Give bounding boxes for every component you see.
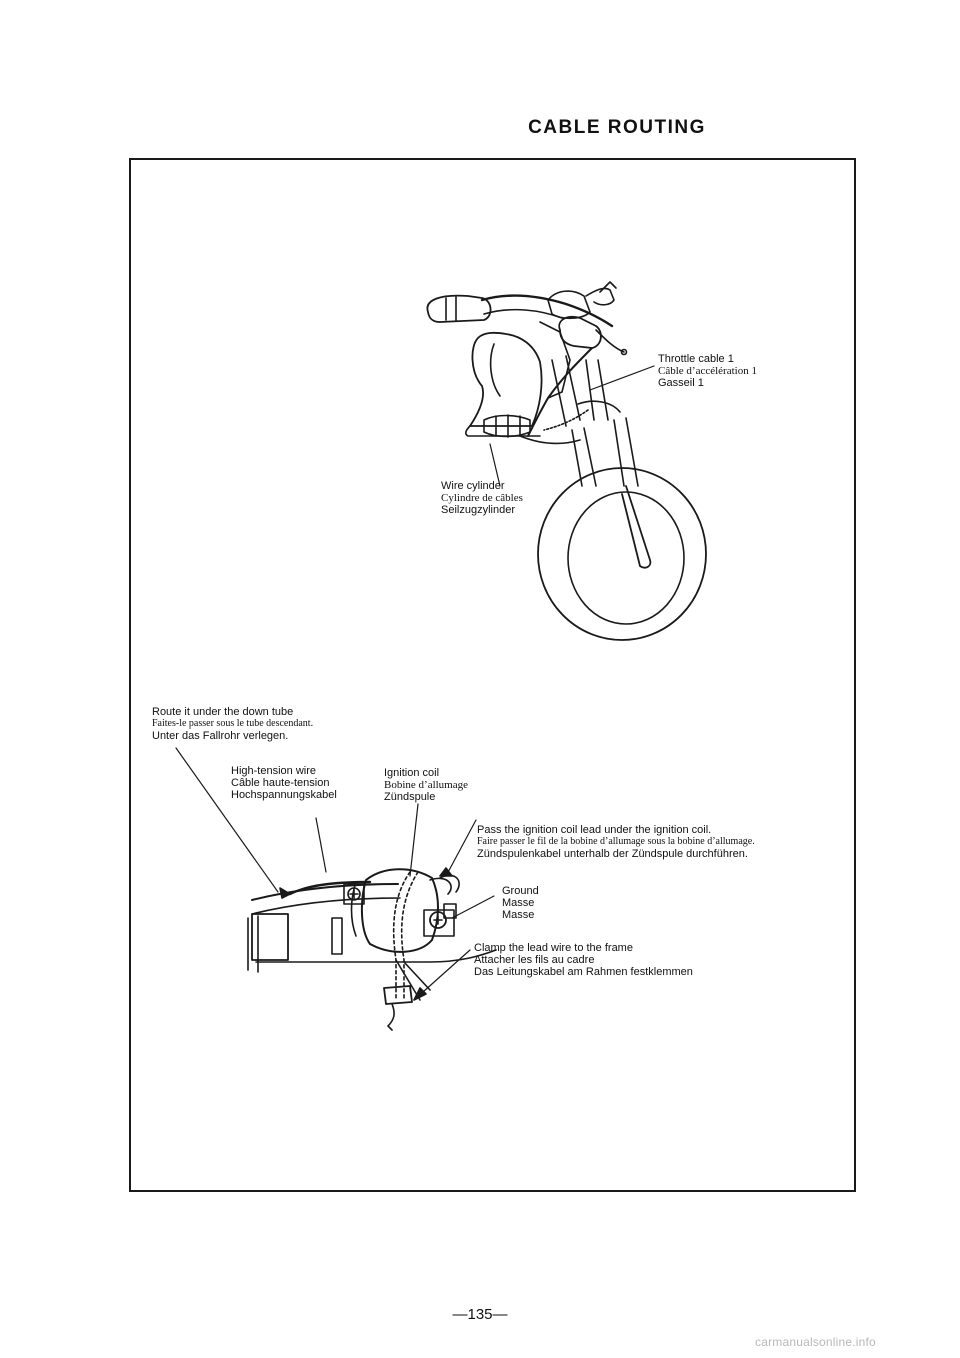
label-clamp-lead-wire: Clamp the lead wire to the frame Attache…: [474, 942, 693, 978]
page-title: CABLE ROUTING: [528, 117, 706, 138]
label-line: Unter das Fallrohr verlegen.: [152, 730, 289, 742]
label-line: Cylindre de câbles: [441, 492, 523, 504]
label-line: Zündspule: [384, 791, 436, 803]
label-route-down-tube: Route it under the down tube Faites-le p…: [152, 706, 313, 742]
label-line: High-tension wire: [231, 765, 316, 777]
label-ground: Ground Masse Masse: [502, 885, 539, 921]
label-pass-coil-lead: Pass the ignition coil lead under the ig…: [477, 824, 755, 860]
label-line: Ground: [502, 885, 539, 897]
label-throttle-cable: Throttle cable 1 Câble d’accélération 1 …: [658, 353, 757, 389]
diagram-frame: [129, 158, 856, 1192]
label-line: Ignition coil: [384, 767, 440, 779]
label-line: Wire cylinder: [441, 480, 505, 492]
label-high-tension-wire: High-tension wire Câble haute-tension Ho…: [231, 765, 337, 801]
page-number: —135—: [452, 1306, 508, 1323]
label-line: Câble d’accélération 1: [658, 365, 757, 377]
label-line: Seilzugzylinder: [441, 504, 515, 516]
title-area: CABLE ROUTING: [0, 0, 960, 160]
label-line: Bobine d’allumage: [384, 779, 469, 791]
label-line: Hochspannungskabel: [231, 789, 337, 801]
label-line: Clamp the lead wire to the frame: [474, 942, 633, 954]
ignition-coil-drawing: [175, 747, 497, 1031]
label-line: Route it under the down tube: [152, 706, 294, 718]
front-end-drawing: [426, 281, 707, 641]
label-line: Faire passer le fil de la bobine d’allum…: [477, 836, 755, 847]
label-line: Pass the ignition coil lead under the ig…: [477, 824, 712, 836]
label-line: Masse: [502, 909, 535, 921]
label-ignition-coil: Ignition coil Bobine d’allumage Zündspul…: [384, 767, 468, 803]
label-line: Attacher les fils au cadre: [474, 954, 595, 966]
label-line: Das Leitungskabel am Rahmen festklemmen: [474, 966, 693, 978]
label-line: Câble haute-tension: [231, 777, 330, 789]
watermark: carmanualsonline.info: [755, 1335, 876, 1349]
label-wire-cylinder: Wire cylinder Cylindre de câbles Seilzug…: [441, 480, 523, 516]
label-line: Throttle cable 1: [658, 353, 734, 365]
label-line: Zündspulenkabel unterhalb der Zündspule …: [477, 848, 748, 860]
label-line: Gasseil 1: [658, 377, 704, 389]
label-line: Masse: [502, 897, 535, 909]
label-line: Faites-le passer sous le tube descendant…: [152, 718, 314, 729]
